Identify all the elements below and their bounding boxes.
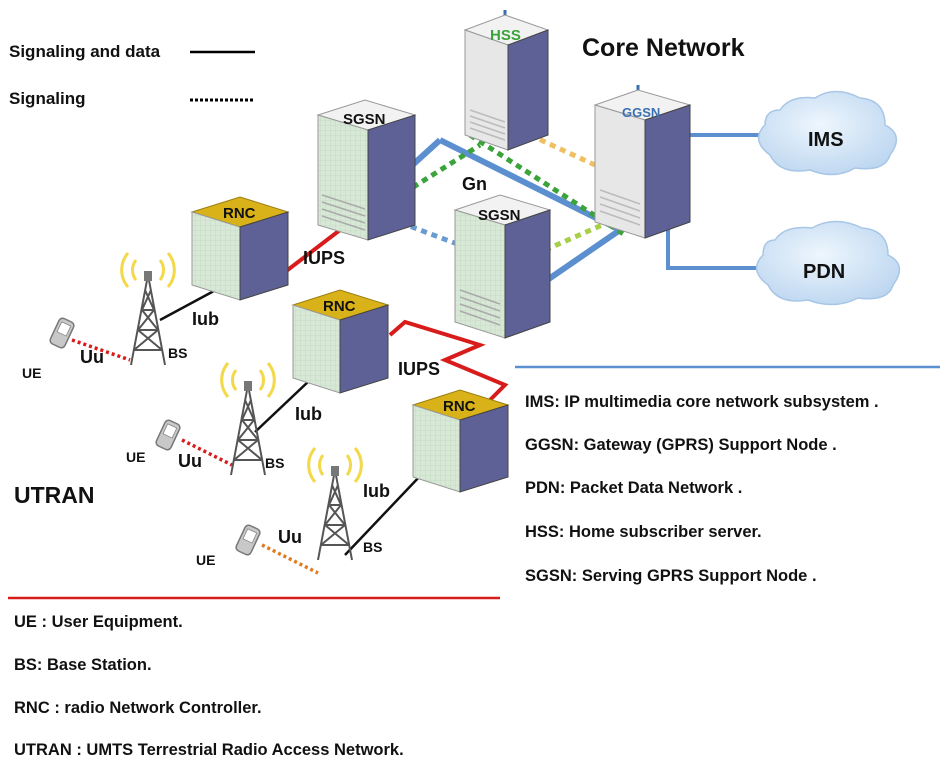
pdn-label: PDN: [803, 261, 845, 283]
iub-label-2: Iub: [295, 404, 322, 424]
ue-label-1: UE: [22, 365, 41, 381]
uu-label-2: Uu: [178, 451, 202, 471]
bs-label-3: BS: [363, 539, 382, 555]
iups-links: [283, 228, 509, 402]
ue-label-2: UE: [126, 449, 145, 465]
uu-label-1: Uu: [80, 347, 104, 367]
def-bs: BS: Base Station.: [14, 656, 152, 674]
rnc-3-label: RNC: [443, 398, 476, 415]
def-ggsn: GGSN: Gateway (GPRS) Support Node .: [525, 436, 837, 454]
sgsn-bottom-label: SGSN: [478, 207, 521, 224]
bs-label-2: BS: [265, 455, 284, 471]
def-rnc: RNC : radio Network Controller.: [14, 699, 262, 717]
def-ue: UE : User Equipment.: [14, 613, 183, 631]
iups-label-1: IUPS: [303, 248, 345, 268]
rnc-3-box: RNC: [411, 389, 510, 493]
def-pdn: PDN: Packet Data Network .: [525, 479, 743, 497]
pdn-cloud: PDN: [755, 220, 901, 306]
ue-phone-3: [234, 523, 262, 557]
rnc-2-label: RNC: [323, 298, 356, 315]
ims-label: IMS: [808, 129, 844, 151]
sgsn-bottom-server: SGSN: [453, 194, 552, 339]
rnc-1-label: RNC: [223, 205, 256, 222]
legend-signaling: Signaling: [9, 89, 86, 108]
def-sgsn: SGSN: Serving GPRS Support Node .: [525, 567, 817, 585]
hss-label: HSS: [490, 27, 521, 44]
iub-label-1: Iub: [192, 309, 219, 329]
ggsn-server: GGSN: [593, 85, 692, 239]
iups-label-2: IUPS: [398, 359, 440, 379]
sgsn-top-server: SGSN: [316, 99, 417, 241]
rnc-2-box: RNC: [291, 289, 390, 394]
hss-server: HSS: [463, 10, 550, 151]
ims-cloud: IMS: [757, 90, 898, 176]
def-hss: HSS: Home subscriber server.: [525, 523, 762, 541]
sgsn-top-label: SGSN: [343, 111, 386, 128]
iub-label-3: Iub: [363, 481, 390, 501]
uu-link-1: [71, 338, 131, 362]
bs-label-1: BS: [168, 345, 187, 361]
def-utran: UTRAN : UMTS Terrestrial Radio Access Ne…: [14, 741, 404, 759]
utran-heading: UTRAN: [14, 482, 95, 508]
def-ims: IMS: IP multimedia core network subsyste…: [525, 393, 879, 411]
rnc-1-box: RNC: [190, 196, 290, 301]
ue-phone-1: [48, 316, 76, 350]
base-station-1: [120, 251, 176, 366]
uu-label-3: Uu: [278, 527, 302, 547]
ue-label-3: UE: [196, 552, 215, 568]
gn-label: Gn: [462, 174, 487, 194]
uu-link-3: [261, 543, 319, 575]
ggsn-label: GGSN: [622, 105, 660, 120]
legend-signaling-and-data: Signaling and data: [9, 42, 161, 61]
ue-phone-2: [154, 418, 182, 452]
core-network-heading: Core Network: [582, 34, 745, 62]
base-station-3: [307, 446, 363, 561]
